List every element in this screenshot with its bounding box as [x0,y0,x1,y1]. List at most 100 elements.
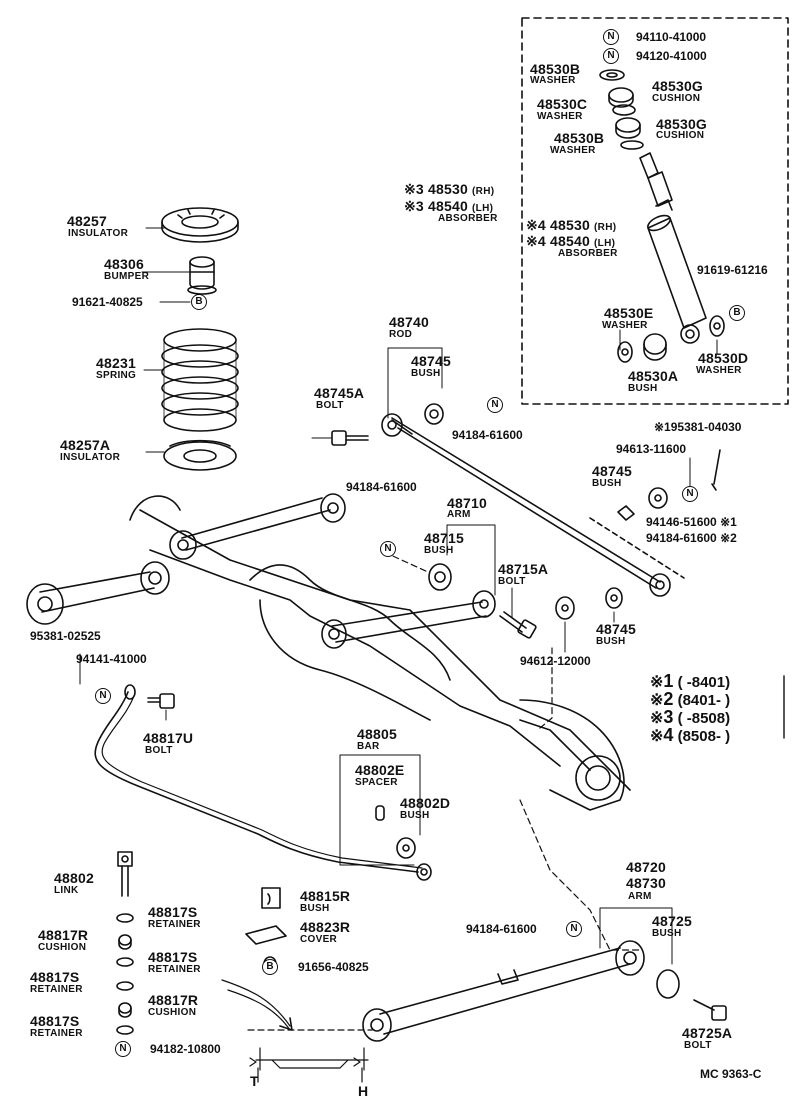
part-number-48540-lh-4: 48540 [550,233,590,249]
badge-n-icon: N [487,397,503,413]
part-name-spring: SPRING [96,370,137,381]
lh-tag: (LH) [472,203,494,214]
part-number-94612-12000: 94612-12000 [520,654,591,668]
lateral-rod-drawing [381,403,671,597]
footnote-mark: ※ [650,728,664,745]
upper-arm-left-drawing [169,493,346,560]
part-number-48725a: 48725A [682,1025,733,1041]
part-name-bush-a: BUSH [628,383,658,394]
badge-n-icon: N [95,688,111,704]
footnote-mark: ※3 [404,181,424,197]
part-number-48730: 48730 [626,875,666,891]
part-number-48530e: 48530E [604,305,654,321]
part-number-48802d: 48802D [400,795,451,811]
part-number-48817s: 48817S [148,904,198,920]
bolt-48715a-drawing [499,611,537,639]
part-number-94120-41000: 94120-41000 [636,49,707,63]
dimension-h-label: H [358,1083,369,1099]
link-48802-drawing [116,851,134,1035]
part-name-bar: BAR [357,741,380,752]
part-number-48823r: 48823R [300,919,351,935]
part-number-48715a: 48715A [498,561,549,577]
legend-row-2: ※2 (8401- ) [650,690,730,709]
footnote-mark: ※1 [720,515,737,529]
part-number-48817u: 48817U [143,730,194,746]
part-name-bolt: BOLT [316,400,344,411]
part-number-48725: 48725 [652,913,692,929]
rod-right-end-hardware [589,449,721,609]
part-number-48530-rh: 48530 [428,181,468,197]
spring-48231-drawing [161,328,239,432]
part-number-48817r-2: 48817R [148,992,199,1008]
absorber-4-lh: ※4 48540 (LH) [526,234,615,249]
dimension-t-label: T [250,1073,259,1089]
lh-tag: (LH) [594,238,616,249]
stabilizer-hardware-drawing [147,693,416,859]
badge-n-icon: N [115,1041,131,1057]
part-94146-51600-row: 94146-51600 ※1 [646,516,737,528]
part-name-washer-e: WASHER [602,320,648,331]
footnote-mark: ※ [650,710,664,727]
badge-n-icon: N [603,29,619,45]
part-name-bush: BUSH [411,368,441,379]
part-number-48805: 48805 [357,726,397,742]
part-name-cushion: CUSHION [652,93,701,104]
part-name-bolt-48715a: BOLT [498,576,526,587]
part-name-insulator: INSULATOR [68,228,129,239]
part-name-link: LINK [54,885,79,896]
legend-range: ( -8401) [677,674,731,691]
part-name-bush-48802d: BUSH [400,810,430,821]
part-number-48740: 48740 [389,314,429,330]
part-name-rod: ROD [389,329,413,340]
part-number-48530c: 48530C [537,96,588,112]
absorber-lower-parts-drawing [617,315,725,363]
part-name-bush-48715: BUSH [424,545,454,556]
part-number-48745: 48745 [411,353,451,369]
detail-arrow [221,979,293,1031]
absorber-group-box [521,17,789,405]
part-number-48257a: 48257A [60,437,111,453]
legend-row-3: ※3 ( -8508) [650,708,730,727]
upper-arm-48710-drawing [321,563,496,649]
part-number-48530g-2: 48530G [656,116,708,132]
legend-number: 2 [663,689,674,709]
footnote-mark: ※2 [720,531,737,545]
part-number-95381-02525: 95381-02525 [30,629,101,643]
footnote-mark: ※4 [526,233,546,249]
part-number-48231: 48231 [96,355,136,371]
part-number-48530-rh-4: 48530 [550,217,590,233]
part-name-washer-b2: WASHER [550,145,596,156]
part-number-48257: 48257 [67,213,107,229]
part-number-94141-41000: 94141-41000 [76,652,147,666]
part-number-94110-41000: 94110-41000 [636,30,707,44]
axle-housing-drawing [129,495,631,811]
part-name-bush-48815r: BUSH [300,903,330,914]
part-name-washer-c: WASHER [537,111,583,122]
part-name-insulator-a: INSULATOR [60,452,121,463]
detail-view-drawing [247,1029,373,1083]
legend-range: ( -8508) [677,710,731,727]
part-number-48817s-2: 48817S [148,949,198,965]
badge-n-icon: N [603,48,619,64]
part-number-94146-51600: 94146-51600 [646,515,717,529]
absorber-3-rh: ※3 48530 (RH) [404,182,494,197]
part-name-retainer-2: RETAINER [148,964,201,975]
legend-range: (8401- ) [677,692,731,709]
part-name-arm: ARM [447,509,471,520]
part-name-absorber-4: ABSORBER [558,248,618,259]
part-name-washer-d: WASHER [696,365,742,376]
part-number-48817r: 48817R [38,927,89,943]
part-name-retainer-3: RETAINER [30,984,83,995]
part-number-48530a: 48530A [628,368,679,384]
part-number-48745-r: 48745 [592,463,632,479]
legend-number: 3 [663,707,674,727]
part-name-cover: COVER [300,934,338,945]
part-number-48802: 48802 [54,870,94,886]
part-name-bush-low: BUSH [596,636,626,647]
badge-b-icon: B [262,959,278,975]
part-number-48817s-4: 48817S [30,1013,80,1029]
part-name-washer: WASHER [530,75,576,86]
part-name-spacer: SPACER [355,777,398,788]
lower-arm-drawing [362,940,727,1042]
